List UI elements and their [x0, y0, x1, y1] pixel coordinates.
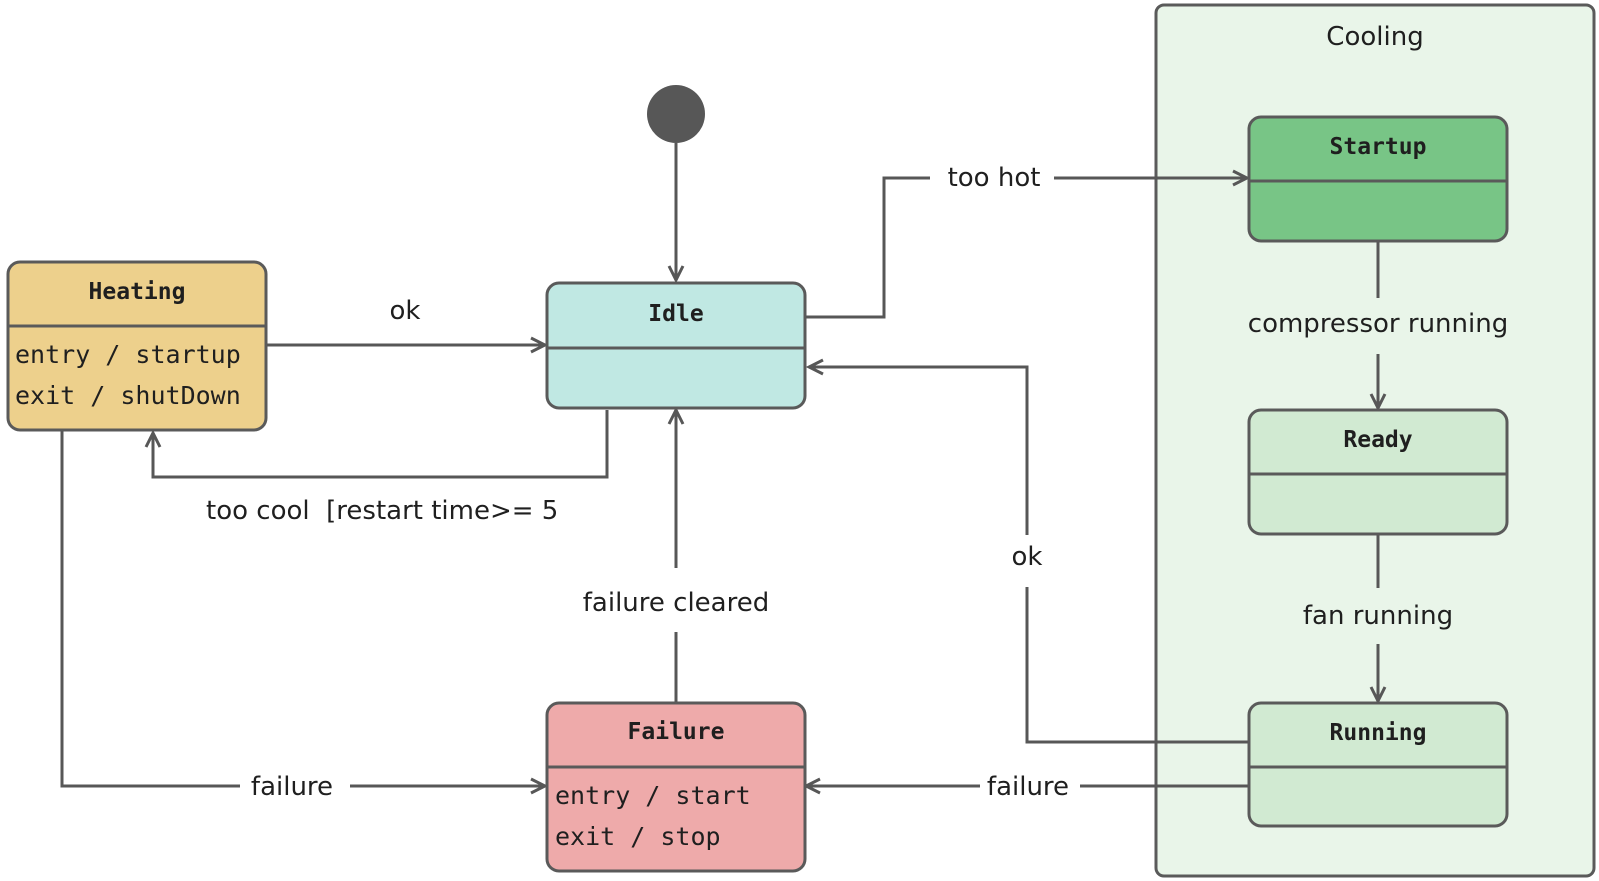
- heating-to-failure-transition: failure: [60, 428, 545, 804]
- heating-to-idle-transition: ok: [266, 296, 545, 345]
- startup-to-ready-transition: compressor running: [1240, 242, 1516, 408]
- state-heating-title: Heating: [89, 279, 186, 305]
- ready-to-running-transition: fan running: [1290, 534, 1466, 701]
- state-heating-entry-action: entry / startup: [15, 340, 241, 369]
- startup-to-ready-label: compressor running: [1248, 309, 1508, 339]
- state-running: Running: [1247, 701, 1509, 828]
- running-to-failure-transition: failure: [806, 766, 1248, 804]
- state-running-title: Running: [1330, 720, 1427, 746]
- running-to-failure-label: failure: [987, 772, 1069, 802]
- initial-to-idle-transition: [647, 85, 705, 280]
- initial-state-node: [647, 85, 705, 143]
- ready-to-running-label: fan running: [1303, 601, 1453, 631]
- idle-to-startup-transition: too hot: [806, 158, 1247, 319]
- state-startup: Startup: [1247, 115, 1509, 243]
- idle-to-heating-transition: too cool [restart time>= 5: [153, 410, 609, 526]
- state-failure: Failure entry / start exit / stop: [545, 701, 807, 873]
- running-to-idle-label: ok: [1012, 542, 1043, 572]
- state-failure-title: Failure: [628, 719, 725, 745]
- idle-to-heating-label: too cool [restart time>= 5: [206, 496, 558, 526]
- failure-to-idle-transition: failure cleared: [570, 410, 782, 702]
- state-heating: Heating entry / startup exit / shutDown: [6, 260, 268, 432]
- state-idle-title: Idle: [648, 301, 703, 327]
- heating-to-idle-label: ok: [390, 296, 421, 326]
- heating-to-failure-label: failure: [251, 772, 333, 802]
- failure-to-idle-label: failure cleared: [583, 588, 769, 618]
- cooling-region-title: Cooling: [1326, 22, 1423, 52]
- state-heating-exit-action: exit / shutDown: [15, 381, 241, 410]
- state-failure-exit-action: exit / stop: [555, 822, 721, 851]
- state-startup-title: Startup: [1330, 134, 1427, 160]
- running-to-idle-transition: ok: [809, 367, 1248, 744]
- idle-to-startup-label: too hot: [948, 163, 1041, 193]
- state-failure-entry-action: entry / start: [555, 781, 751, 810]
- state-ready-title: Ready: [1343, 427, 1412, 453]
- state-ready: Ready: [1247, 408, 1509, 536]
- state-idle: Idle: [545, 281, 807, 410]
